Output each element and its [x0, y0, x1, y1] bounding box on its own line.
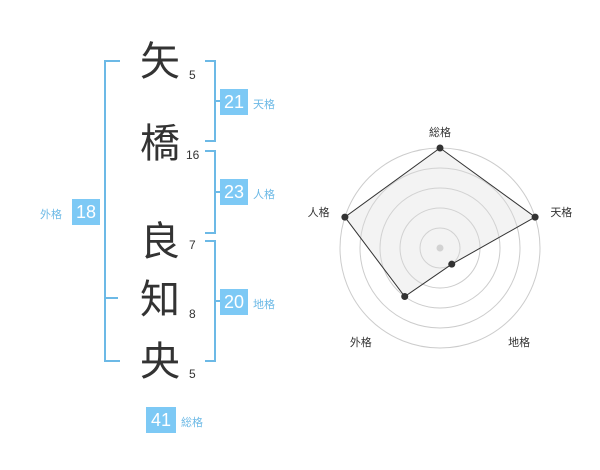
- stroke-count-3: 7: [189, 238, 196, 252]
- radar-ring: [379, 187, 501, 309]
- stroke-count-5: 5: [189, 367, 196, 381]
- radar-point: [436, 144, 444, 152]
- radar-point: [401, 293, 409, 301]
- radar-point: [448, 260, 456, 268]
- radar-point: [531, 213, 539, 221]
- radar-axis-label: 外格: [350, 335, 372, 349]
- radar-axis-label: 天格: [550, 205, 572, 219]
- jinkaku-connector: [214, 191, 220, 193]
- tenkaku-value: 21: [220, 89, 248, 115]
- radar-point: [341, 213, 349, 221]
- radar-axis-label: 人格: [308, 205, 330, 219]
- name-char-4: 知: [140, 277, 180, 323]
- name-char-2: 橋: [140, 121, 180, 167]
- tenkaku-label: 天格: [253, 98, 275, 111]
- radar-axis-label: 総格: [429, 125, 451, 139]
- tenkaku-connector: [214, 100, 220, 102]
- gaikaku-value: 18: [72, 199, 100, 225]
- gaikaku-label: 外格: [40, 208, 62, 221]
- gaikaku-bracket: [104, 60, 120, 362]
- name-char-3: 良: [140, 219, 180, 265]
- jinkaku-value: 23: [220, 179, 248, 205]
- name-char-5: 央: [140, 339, 180, 385]
- stroke-count-1: 5: [189, 68, 196, 82]
- name-char-1: 矢: [140, 39, 180, 85]
- radar-ring: [359, 167, 521, 329]
- radar-center-dot: [436, 244, 444, 252]
- chikaku-label: 地格: [253, 298, 275, 311]
- radar-axis-label: 地格: [508, 335, 530, 349]
- gaikaku-bracket-tick: [104, 297, 118, 299]
- jinkaku-label: 人格: [253, 188, 275, 201]
- chikaku-connector: [214, 300, 220, 302]
- soukaku-label: 総格: [181, 416, 203, 429]
- chikaku-value: 20: [220, 289, 248, 315]
- radar-polygon: [344, 147, 537, 298]
- radar-ring: [419, 227, 461, 269]
- stroke-count-4: 8: [189, 307, 196, 321]
- stroke-count-2: 16: [186, 148, 200, 162]
- soukaku-value: 41: [146, 407, 176, 433]
